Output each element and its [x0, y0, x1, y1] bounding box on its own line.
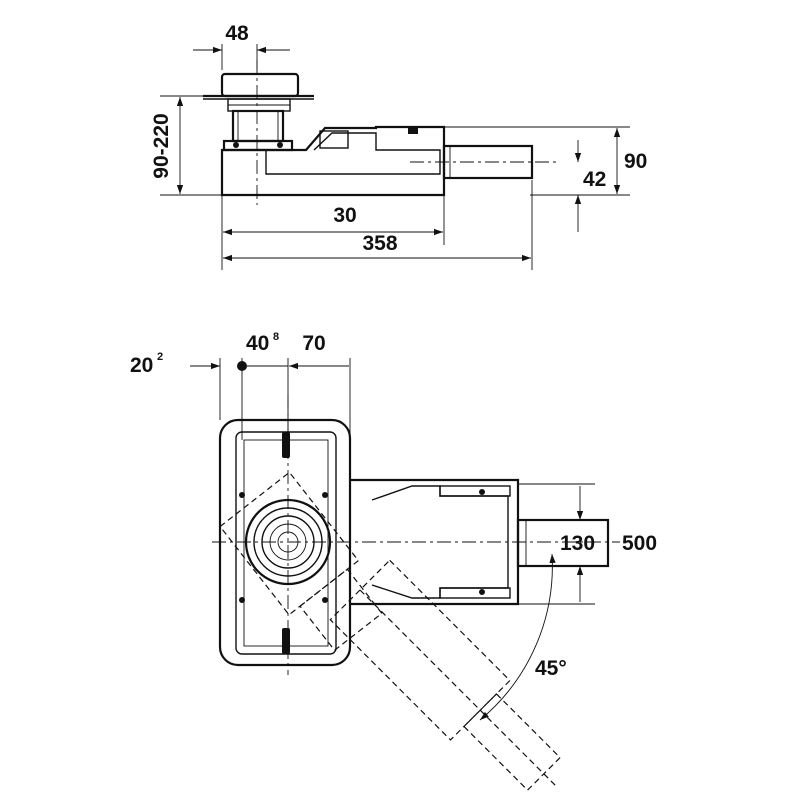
dim-overall-length: 358 [362, 232, 397, 255]
plan-view: 20 2 40 8 70 130 500 45° [130, 331, 657, 791]
dim-angle: 45° [535, 657, 567, 680]
dim-center-offset: 40 [246, 332, 269, 355]
dim-left-offset-sup: 2 [157, 351, 163, 363]
dim-left-offset: 20 [130, 354, 153, 377]
dim-top-width: 48 [225, 22, 249, 45]
riser-tube [231, 109, 285, 143]
trap-body [220, 125, 446, 197]
outlet-pipe-plan [516, 518, 610, 568]
angle-arc [479, 553, 556, 721]
drain-box-outline [218, 418, 352, 667]
dim-right-height: 90 [624, 150, 647, 173]
dim-right-pipe: 42 [583, 168, 606, 191]
dim-inner-length: 30 [333, 204, 356, 227]
drain-cap [220, 72, 300, 98]
dim-left-height: 90-220 [150, 113, 173, 178]
dim-center-offset-sup: 8 [273, 331, 279, 343]
elevation-view: 48 90-220 90 42 30 358 [150, 22, 647, 270]
dim-pipe-length: 500 [622, 532, 657, 555]
dim-pipe-width: 130 [560, 532, 595, 555]
dim-box-half: 70 [302, 332, 325, 355]
